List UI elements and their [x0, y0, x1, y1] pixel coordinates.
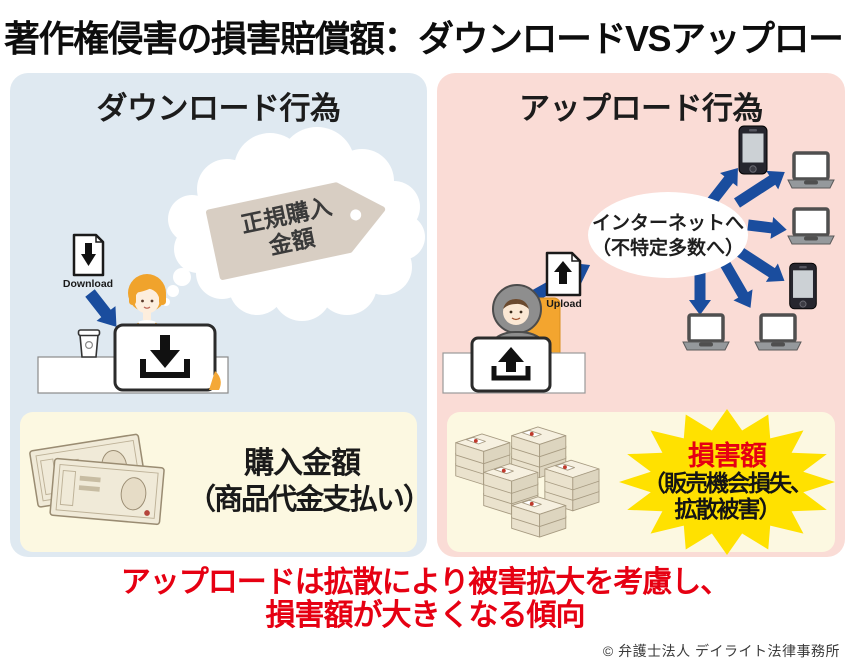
footer-note-line2: 損害額が大きくなる傾向 — [265, 599, 586, 632]
upload-doc-icon — [545, 251, 582, 297]
damage-starburst: 損害額 （販売機会損失、 拡散被害） — [619, 409, 835, 555]
footer-note-line1: アップロードは拡散により被害拡大を考慮し、 — [120, 566, 730, 599]
laptop-icon — [754, 313, 802, 351]
spread-arrow — [719, 259, 753, 308]
laptop-icon — [682, 313, 730, 351]
spread-arrow — [689, 263, 711, 315]
laptop-download-icon — [113, 323, 221, 392]
internet-ellipse: インターネットへ （不特定多数へ） — [588, 192, 748, 278]
spread-arrow — [704, 167, 738, 209]
upload-panel-heading: アップロード行為 — [519, 91, 764, 126]
money-stacks-icon — [455, 426, 600, 538]
damage-line2: 拡散被害） — [674, 496, 782, 523]
yen-bills-icon — [29, 433, 165, 526]
download-label: Download — [63, 278, 113, 290]
purchase-amount-line1: 購入金額 — [243, 447, 361, 481]
download-panel: ダウンロード行為 正規購入 金額 — [10, 73, 432, 557]
internet-line1: インターネットへ — [592, 212, 744, 234]
spread-arrow — [737, 247, 785, 282]
spread-arrow — [734, 170, 785, 208]
internet-line2: （不特定多数へ） — [592, 236, 744, 259]
purchase-amount-text: 購入金額 （商品代金支払い） — [186, 446, 432, 518]
spread-arrow — [747, 217, 787, 239]
smartphone-icon — [738, 125, 768, 175]
copyright: © 弁護士法人 デイライト法律事務所 — [602, 643, 840, 659]
download-arrow — [85, 289, 117, 327]
thought-trail-bubble — [167, 285, 179, 297]
purchase-amount-line2: （商品代金支払い） — [186, 483, 432, 516]
coffee-cup-icon — [77, 329, 101, 358]
footer-note: アップロードは拡散により被害拡大を考慮し、 損害額が大きくなる傾向 — [0, 566, 850, 632]
thought-trail-bubble — [173, 268, 191, 286]
download-result-box: 購入金額 （商品代金支払い） — [20, 412, 432, 552]
price-tag-icon: 正規購入 金額 — [205, 182, 386, 280]
laptop-upload-icon — [470, 336, 552, 393]
download-doc-icon — [72, 233, 105, 277]
download-scene: 正規購入 金額 Download — [37, 127, 425, 394]
upload-scene: インターネットへ （不特定多数へ） — [442, 125, 835, 394]
laptop-icon — [787, 151, 835, 189]
damage-headline: 損害額 — [688, 441, 767, 472]
damage-line1: （販売機会損失、 — [643, 470, 813, 497]
spread-arrows — [689, 167, 787, 315]
smartphone-icon — [789, 262, 817, 310]
page-title: 著作権侵害の損害賠償額：ダウンロードVSアップロード — [4, 18, 850, 59]
laptop-icon — [787, 207, 835, 245]
upload-label: Upload — [546, 298, 582, 310]
download-panel-heading: ダウンロード行為 — [96, 91, 342, 126]
upload-panel: アップロード行為 インターネットへ （不特定多数へ） — [437, 73, 845, 557]
upload-result-box: 損害額 （販売機会損失、 拡散被害） — [447, 409, 835, 555]
